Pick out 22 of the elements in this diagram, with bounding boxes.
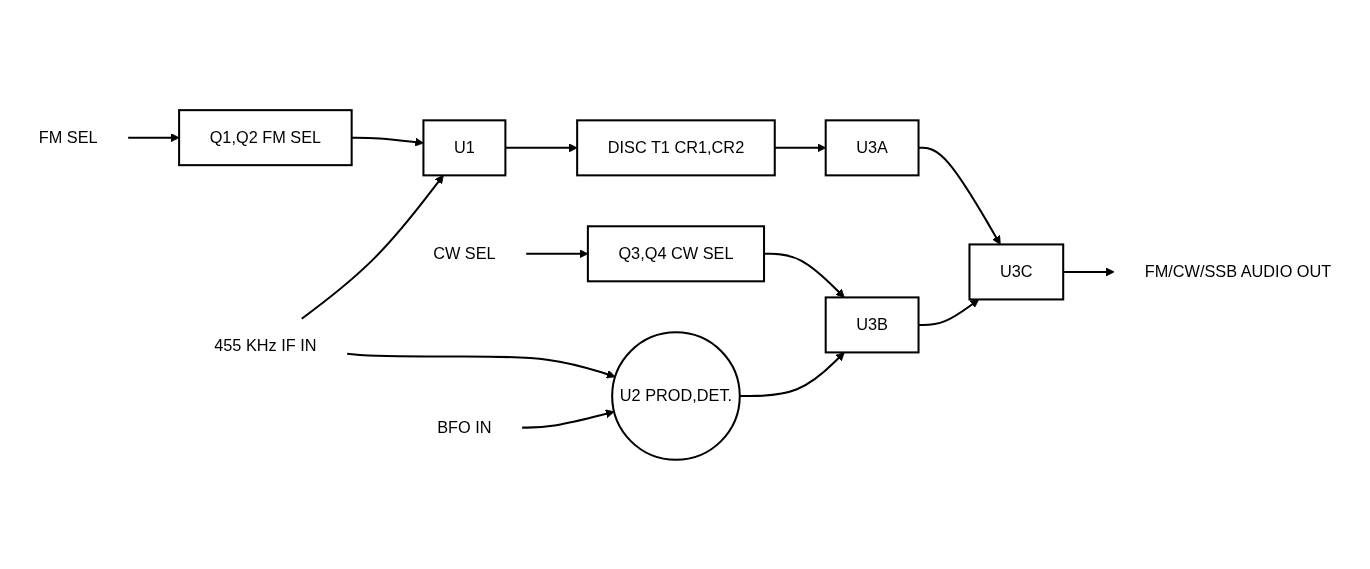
node-text: 455 KHz IF IN (214, 336, 317, 354)
arrow (918, 298, 980, 326)
node-circle: U2 PROD,DET. (611, 330, 741, 461)
arrow (128, 132, 180, 142)
arrow (522, 408, 615, 429)
node-box: Q3,Q4 CW SEL (586, 224, 766, 282)
node-box: DISC T1 CR1,CR2 (576, 118, 776, 176)
node-text: BFO IN (437, 417, 492, 436)
node-text: FM/CW/SSB AUDIO OUT (1144, 262, 1332, 280)
arrow (505, 142, 578, 152)
node-text: FM SEL (38, 127, 98, 146)
node-text: CW SEL (433, 244, 496, 262)
node-box: Q1,Q2 FM SEL (178, 108, 353, 166)
node-box: U3B (824, 295, 920, 353)
arrow (301, 174, 444, 320)
arrow (739, 351, 845, 397)
node-box: U3C (968, 242, 1065, 300)
node-box: U1 (422, 118, 507, 176)
arrow (1063, 266, 1115, 276)
node-box: U3A (824, 118, 920, 176)
arrow (347, 352, 616, 378)
arrow (351, 136, 424, 147)
